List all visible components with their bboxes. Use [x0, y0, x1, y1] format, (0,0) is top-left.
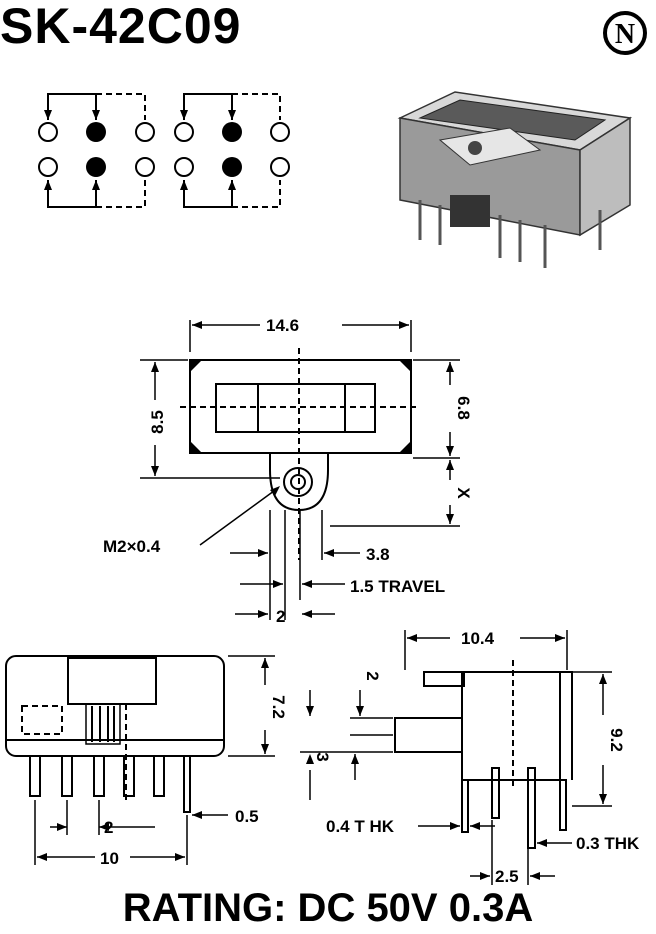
dim-top-width: 14.6 [266, 316, 299, 335]
dim-thickness-04: 0.4 T HK [326, 817, 395, 836]
dim-offset: 3.8 [366, 545, 390, 564]
dim-side-height: 9.2 [607, 728, 626, 752]
side-view [300, 630, 612, 885]
front-view [5, 655, 275, 865]
rating-text: RATING: DC 50V 0.3A [122, 886, 534, 930]
dim-front-pitch: 2 [104, 818, 113, 837]
dim-screw: M2×0.4 [103, 537, 161, 556]
dim-x: X [454, 487, 473, 499]
circuit-schematic [38, 93, 290, 208]
dim-thickness-03: 0.3 THK [576, 834, 640, 853]
brand-logo-icon: N [603, 11, 647, 55]
dim-front-height: 7.2 [269, 695, 288, 719]
top-view [140, 320, 460, 620]
part-number-title: SK-42C09 [0, 0, 242, 54]
dim-pitch-small: 2 [276, 607, 285, 626]
pole-left [38, 93, 155, 208]
dim-side-pitch: 2.5 [495, 867, 519, 886]
dim-pin-width: 0.5 [235, 807, 259, 826]
dim-front-width: 10 [100, 849, 119, 868]
dim-side-top: 2 [363, 671, 382, 680]
dim-side-actuator: 3 [313, 752, 332, 761]
dim-side-width: 10.4 [461, 629, 495, 648]
switch-3d-illustration [397, 91, 633, 268]
dim-travel: 1.5 TRAVEL [350, 577, 445, 596]
pole-right [174, 93, 290, 208]
svg-text:N: N [615, 19, 635, 50]
dim-height-outer: 8.5 [148, 410, 167, 434]
dim-height-inner: 6.8 [454, 396, 473, 420]
